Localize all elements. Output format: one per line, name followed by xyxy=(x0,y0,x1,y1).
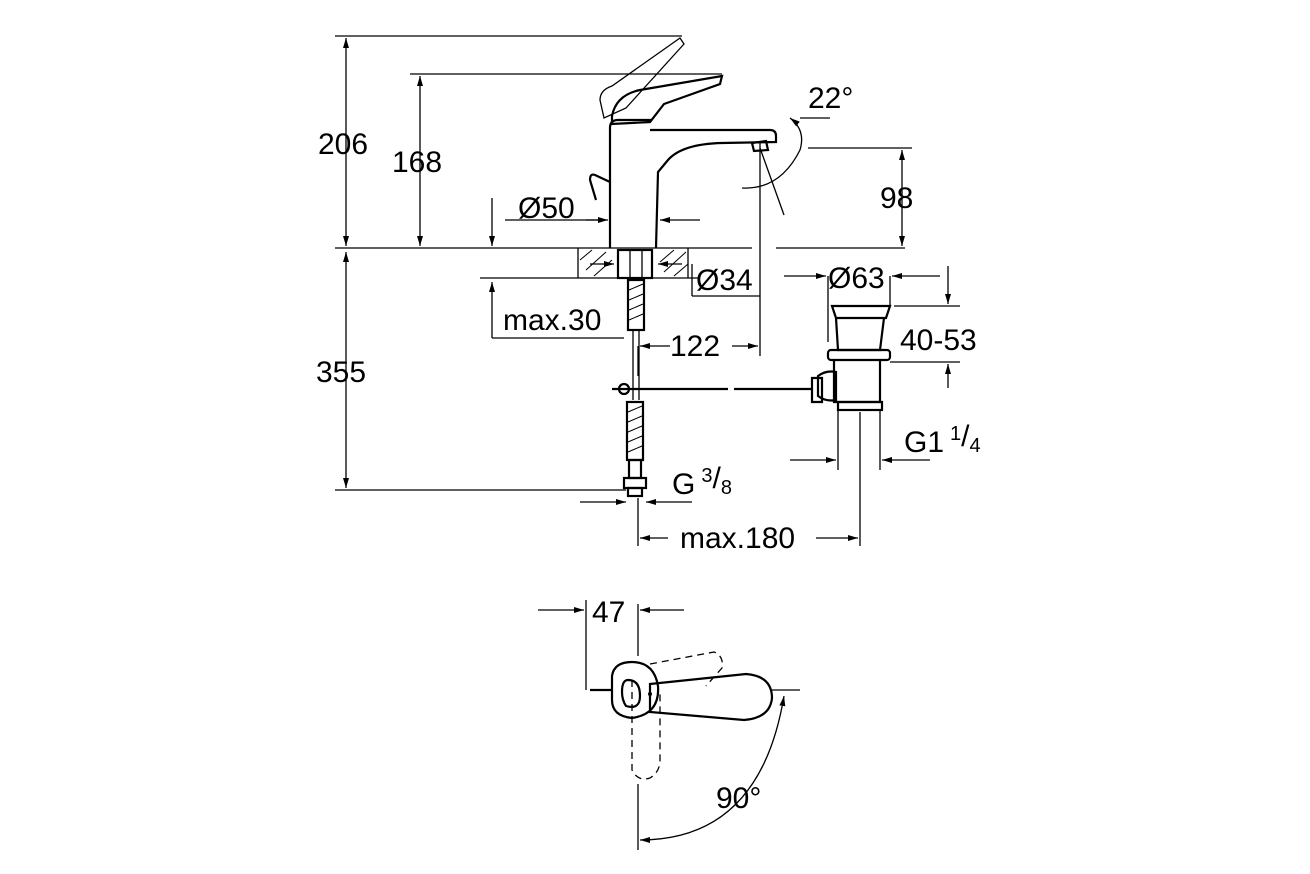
label-206: 206 xyxy=(318,128,368,161)
dimension-labels: 206 168 22° 98 Ø50 Ø34 max.30 355 122 Ø6… xyxy=(316,82,981,815)
threaded-rod-hatch xyxy=(628,283,644,321)
label-diameter-50: Ø50 xyxy=(518,192,575,225)
lever-alternate-outline xyxy=(649,651,723,687)
pop-up-rod xyxy=(588,173,611,201)
supply-hose xyxy=(622,330,648,498)
threaded-rod xyxy=(626,278,646,332)
label-40-53: 40-53 xyxy=(900,324,977,357)
supply-fitting xyxy=(622,476,648,490)
counter-hatch xyxy=(579,249,689,277)
label-diameter-63: Ø63 xyxy=(828,262,885,295)
counter-mounting xyxy=(335,247,905,332)
spout-outlet xyxy=(750,139,770,153)
lever-tilted-outline xyxy=(599,37,685,119)
lever-rotated-outline xyxy=(631,680,661,780)
lever-handle xyxy=(610,74,724,126)
label-122: 122 xyxy=(670,330,720,363)
popup-linkage xyxy=(612,376,824,404)
faucet-body xyxy=(588,37,778,249)
label-168: 168 xyxy=(392,146,442,179)
faucet-base-body xyxy=(608,118,652,248)
label-90-degrees: 90° xyxy=(716,782,761,815)
top-view-dimensions xyxy=(538,600,800,850)
label-diameter-34: Ø34 xyxy=(696,264,753,297)
label-98: 98 xyxy=(880,182,913,215)
faucet-spout xyxy=(650,128,778,249)
label-22-degrees: 22° xyxy=(808,82,853,115)
mounting-nut xyxy=(616,248,654,280)
label-max-30: max.30 xyxy=(503,304,601,337)
waste-fitting xyxy=(816,304,892,470)
dimension-lines xyxy=(335,35,960,546)
label-355: 355 xyxy=(316,356,366,389)
label-47: 47 xyxy=(592,596,625,629)
faucet-top-body xyxy=(610,660,660,720)
label-max-180: max.180 xyxy=(680,522,795,555)
faucet-top-view xyxy=(590,651,774,780)
